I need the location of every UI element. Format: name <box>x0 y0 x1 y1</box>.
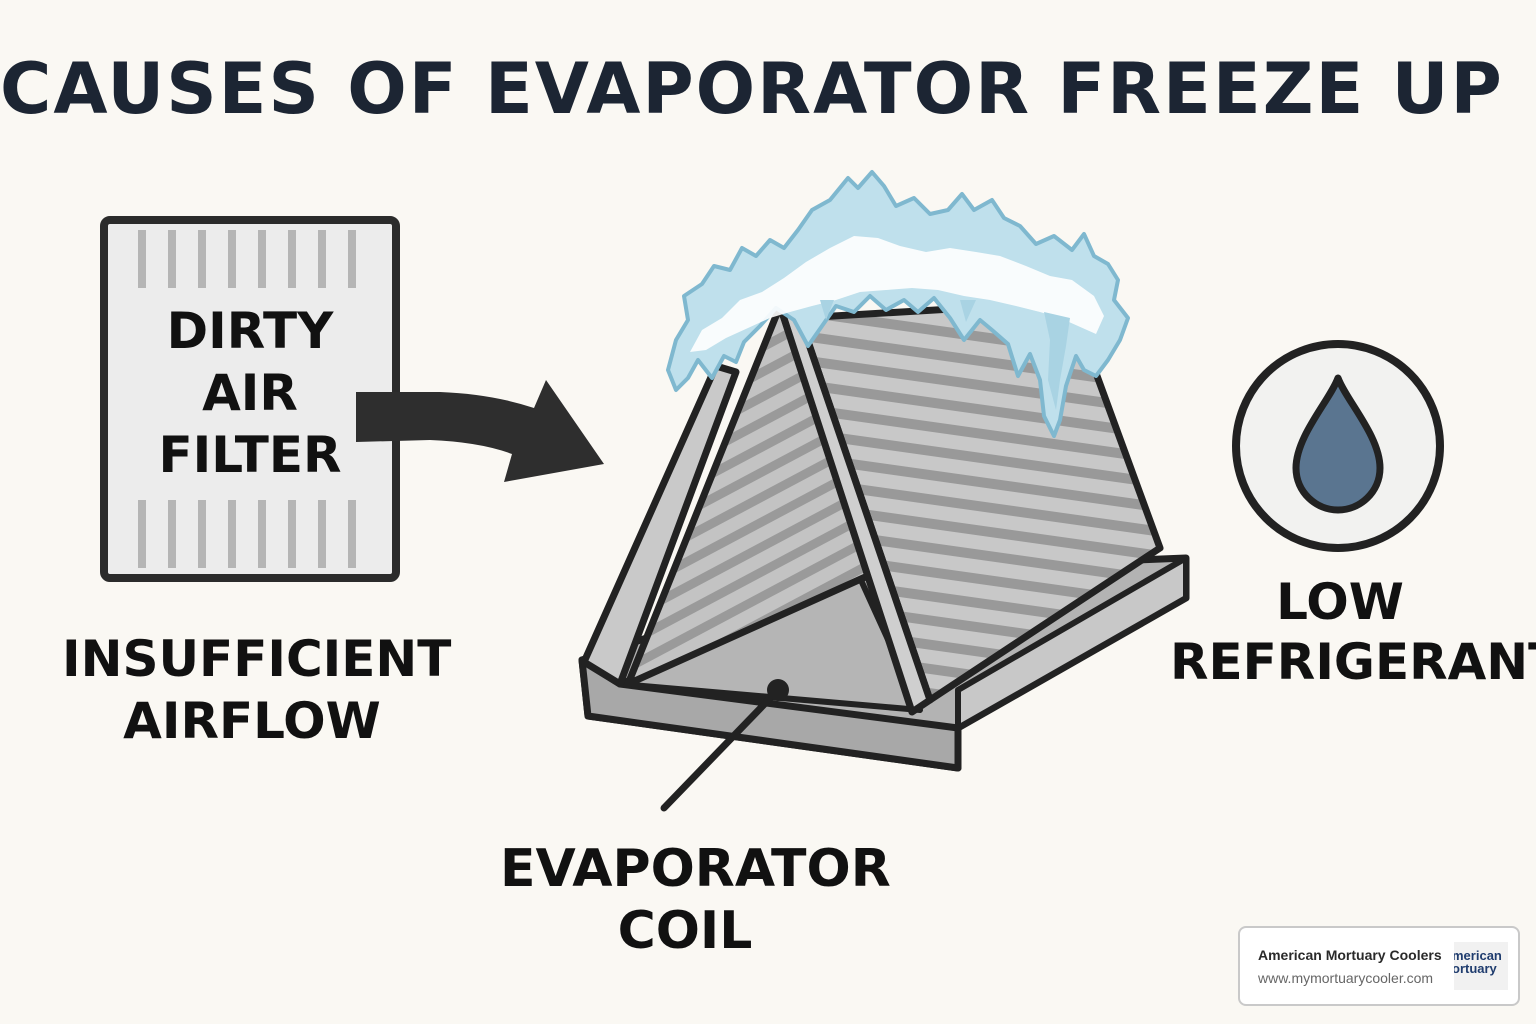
filter-label-line: DIRTY <box>166 302 334 360</box>
evaporator-coil-icon <box>578 298 1190 812</box>
dirty-air-filter-label: DIRTY AIR FILTER <box>104 300 396 486</box>
water-drop-icon <box>1232 340 1444 552</box>
logo-text-line2: ortuary <box>1454 961 1497 976</box>
ice-buildup-icon <box>666 170 1130 438</box>
evaporator-coil-label: EVAPORATOR COIL <box>500 838 891 962</box>
evaporator-coil-line1: EVAPORATOR <box>500 839 891 899</box>
insufficient-airflow-line1: INSUFFICIENT <box>62 630 452 688</box>
low-refrigerant-line1: LOW <box>1276 573 1404 631</box>
watermark-url[interactable]: www.mymortuarycooler.com <box>1258 970 1434 986</box>
low-refrigerant-label: LOW REFRIGERANT <box>1170 572 1536 692</box>
watermark-company-name: American Mortuary Coolers <box>1258 947 1442 963</box>
airflow-arrow-icon <box>356 380 604 482</box>
filter-label-line: AIR <box>202 364 298 422</box>
evaporator-coil-line2: COIL <box>617 901 753 961</box>
page-title: CAUSES OF EVAPORATOR FREEZE UP <box>0 48 1504 130</box>
filter-label-line: FILTER <box>158 426 342 484</box>
logo-text-line1: merican <box>1454 948 1502 963</box>
low-refrigerant-line2: REFRIGERANT <box>1170 633 1536 691</box>
company-logo-icon: merican ortuary <box>1454 942 1508 990</box>
insufficient-airflow-line2: AIRFLOW <box>123 692 381 750</box>
insufficient-airflow-label: INSUFFICIENT AIRFLOW <box>62 628 452 752</box>
watermark-badge[interactable]: American Mortuary Coolers www.mymortuary… <box>1238 926 1520 1006</box>
